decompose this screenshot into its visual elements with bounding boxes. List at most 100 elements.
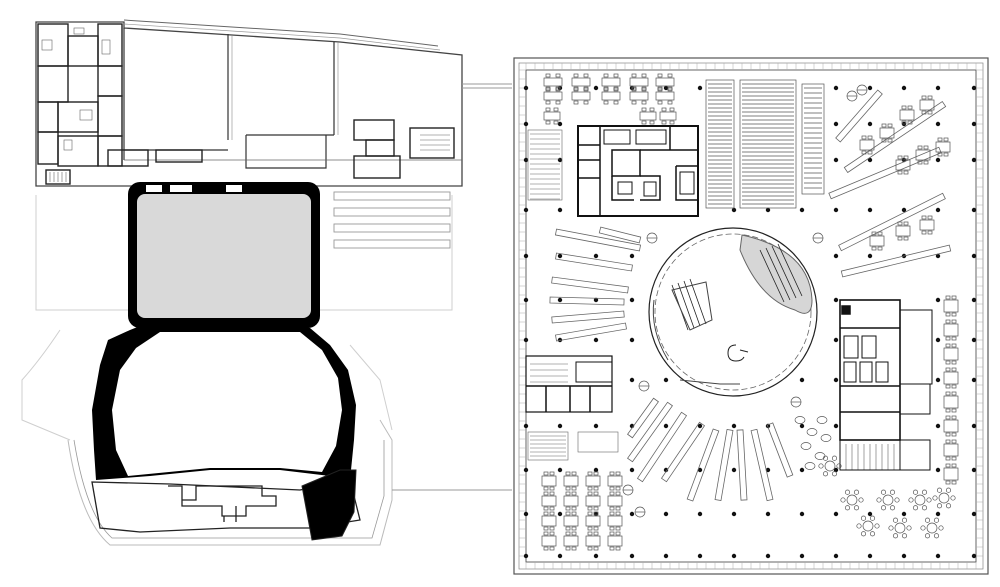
column <box>971 297 977 303</box>
chair <box>661 107 667 112</box>
chair <box>565 546 571 551</box>
column <box>833 157 839 163</box>
reading-table <box>659 111 677 121</box>
chair <box>669 107 675 112</box>
shelf <box>840 244 952 278</box>
chair <box>631 73 637 78</box>
round-table <box>894 522 906 534</box>
chair <box>545 73 551 78</box>
shelf <box>750 428 774 502</box>
reading-table <box>655 77 675 87</box>
chair <box>565 511 571 516</box>
column <box>935 85 941 91</box>
stool <box>933 533 940 539</box>
chair <box>543 506 549 511</box>
stool <box>938 525 944 531</box>
column <box>629 511 635 517</box>
reading-table <box>563 495 579 507</box>
shelf <box>549 296 625 306</box>
column <box>523 423 529 429</box>
reading-furniture <box>541 73 959 551</box>
stool <box>945 503 952 509</box>
chair <box>887 123 893 128</box>
reading-table <box>541 495 557 507</box>
chair <box>927 215 933 220</box>
column <box>971 337 977 343</box>
chair <box>903 155 909 160</box>
column <box>731 553 737 559</box>
column <box>697 467 703 473</box>
lounge-seat <box>814 452 826 460</box>
reading-table <box>629 77 649 87</box>
column <box>557 511 563 517</box>
chair <box>609 471 615 476</box>
stool <box>921 489 928 495</box>
stool <box>924 533 931 539</box>
stool <box>920 525 926 531</box>
chair <box>945 295 951 300</box>
chair <box>593 546 599 551</box>
stool <box>894 497 900 503</box>
chair <box>609 531 615 536</box>
chair <box>667 86 673 91</box>
chair <box>951 384 957 389</box>
reading-table <box>607 475 623 487</box>
stool <box>858 497 864 503</box>
column <box>833 207 839 213</box>
reading-table <box>943 371 959 385</box>
reading-table <box>655 91 675 101</box>
core-northwest <box>577 125 699 217</box>
stool <box>860 515 867 521</box>
column <box>593 553 599 559</box>
column <box>629 253 635 259</box>
column <box>663 85 669 91</box>
stool <box>888 525 894 531</box>
chair <box>603 86 609 91</box>
chair <box>609 511 615 516</box>
chair <box>615 511 621 516</box>
reading-table <box>607 535 623 547</box>
chair <box>951 408 957 413</box>
column <box>523 467 529 473</box>
chair <box>593 526 599 531</box>
chair <box>927 110 933 115</box>
column <box>799 207 805 213</box>
column <box>799 553 805 559</box>
reading-table <box>943 395 959 409</box>
chair <box>945 408 951 413</box>
stool <box>822 471 829 477</box>
chair <box>603 100 609 105</box>
chair <box>937 137 943 142</box>
column <box>833 467 839 473</box>
library-wing <box>513 57 989 575</box>
column <box>523 511 529 517</box>
chair <box>861 135 867 140</box>
chair <box>667 73 673 78</box>
column <box>971 377 977 383</box>
chair <box>927 95 933 100</box>
chair <box>917 145 923 150</box>
chair <box>543 486 549 491</box>
column <box>935 377 941 383</box>
chair <box>555 100 561 105</box>
column <box>935 511 941 517</box>
stool <box>912 505 919 511</box>
chair <box>543 491 549 496</box>
chair <box>615 491 621 496</box>
reading-table <box>919 219 935 231</box>
chair <box>881 123 887 128</box>
lounge-seat <box>800 442 812 450</box>
chair <box>657 86 663 91</box>
shelf <box>766 422 794 478</box>
stool <box>912 489 919 495</box>
column <box>557 253 563 259</box>
chair <box>549 511 555 516</box>
chair <box>565 531 571 536</box>
stool <box>836 463 842 469</box>
chair <box>867 135 873 140</box>
stool <box>822 455 829 461</box>
round-table <box>824 460 836 472</box>
column <box>731 467 737 473</box>
stool <box>874 523 880 529</box>
